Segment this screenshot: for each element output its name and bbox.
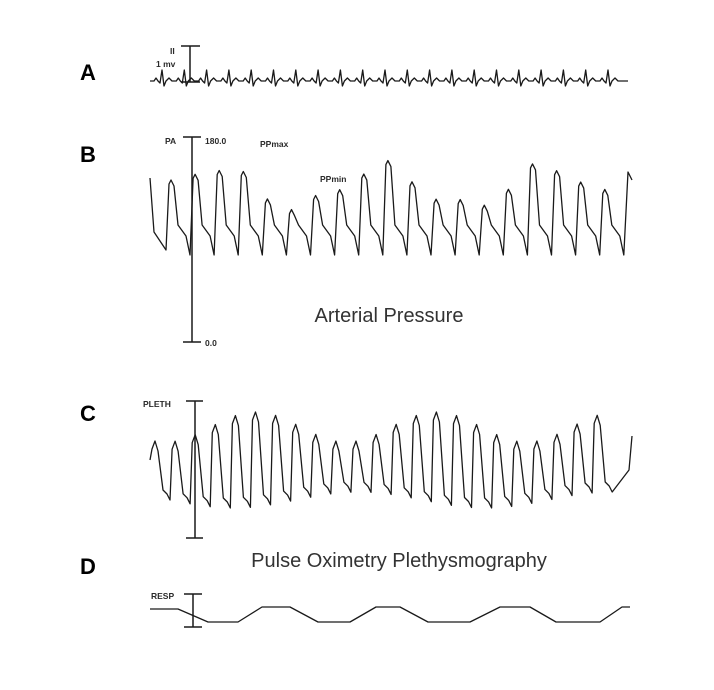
pleth-scale-axis	[186, 400, 203, 539]
pa-channel-label: PA	[165, 136, 176, 146]
panel-b-letter: B	[80, 142, 96, 167]
pa-scale-min: 0.0	[205, 338, 217, 348]
pleth-channel-label: PLETH	[143, 399, 171, 409]
panel-a-letter: A	[80, 60, 96, 85]
respiration-trace	[150, 606, 630, 623]
arterial-pressure-trace	[149, 159, 633, 256]
pleth-caption: Pulse Oximetry Plethysmography	[251, 550, 547, 572]
resp-channel-label: RESP	[151, 591, 174, 601]
pa-scale-axis	[183, 136, 201, 343]
pa-scale-max: 180.0	[205, 136, 227, 146]
ecg-scale-label: 1 mv	[156, 59, 176, 69]
panel-d-letter: D	[80, 554, 96, 579]
ppmin-label: PPmin	[320, 174, 346, 184]
panel-c-letter: C	[80, 401, 96, 426]
panel-a-ecg: A II 1 mv	[80, 45, 628, 87]
arterial-pressure-caption: Arterial Pressure	[315, 305, 464, 327]
ecg-trace	[150, 69, 628, 87]
pleth-trace	[149, 411, 633, 509]
ppmax-label: PPmax	[260, 139, 289, 149]
resp-scale-axis	[184, 593, 202, 628]
panel-c-pleth: C PLETH Pulse Oximetry Plethysmography	[80, 399, 633, 572]
panel-d-respiration: D RESP	[80, 554, 630, 628]
ecg-lead-label: II	[170, 46, 175, 56]
panel-b-arterial-pressure: B PA 180.0 0.0 PPmax PPmin Arterial Pres…	[80, 136, 633, 348]
ecg-scale-bar	[181, 45, 200, 83]
